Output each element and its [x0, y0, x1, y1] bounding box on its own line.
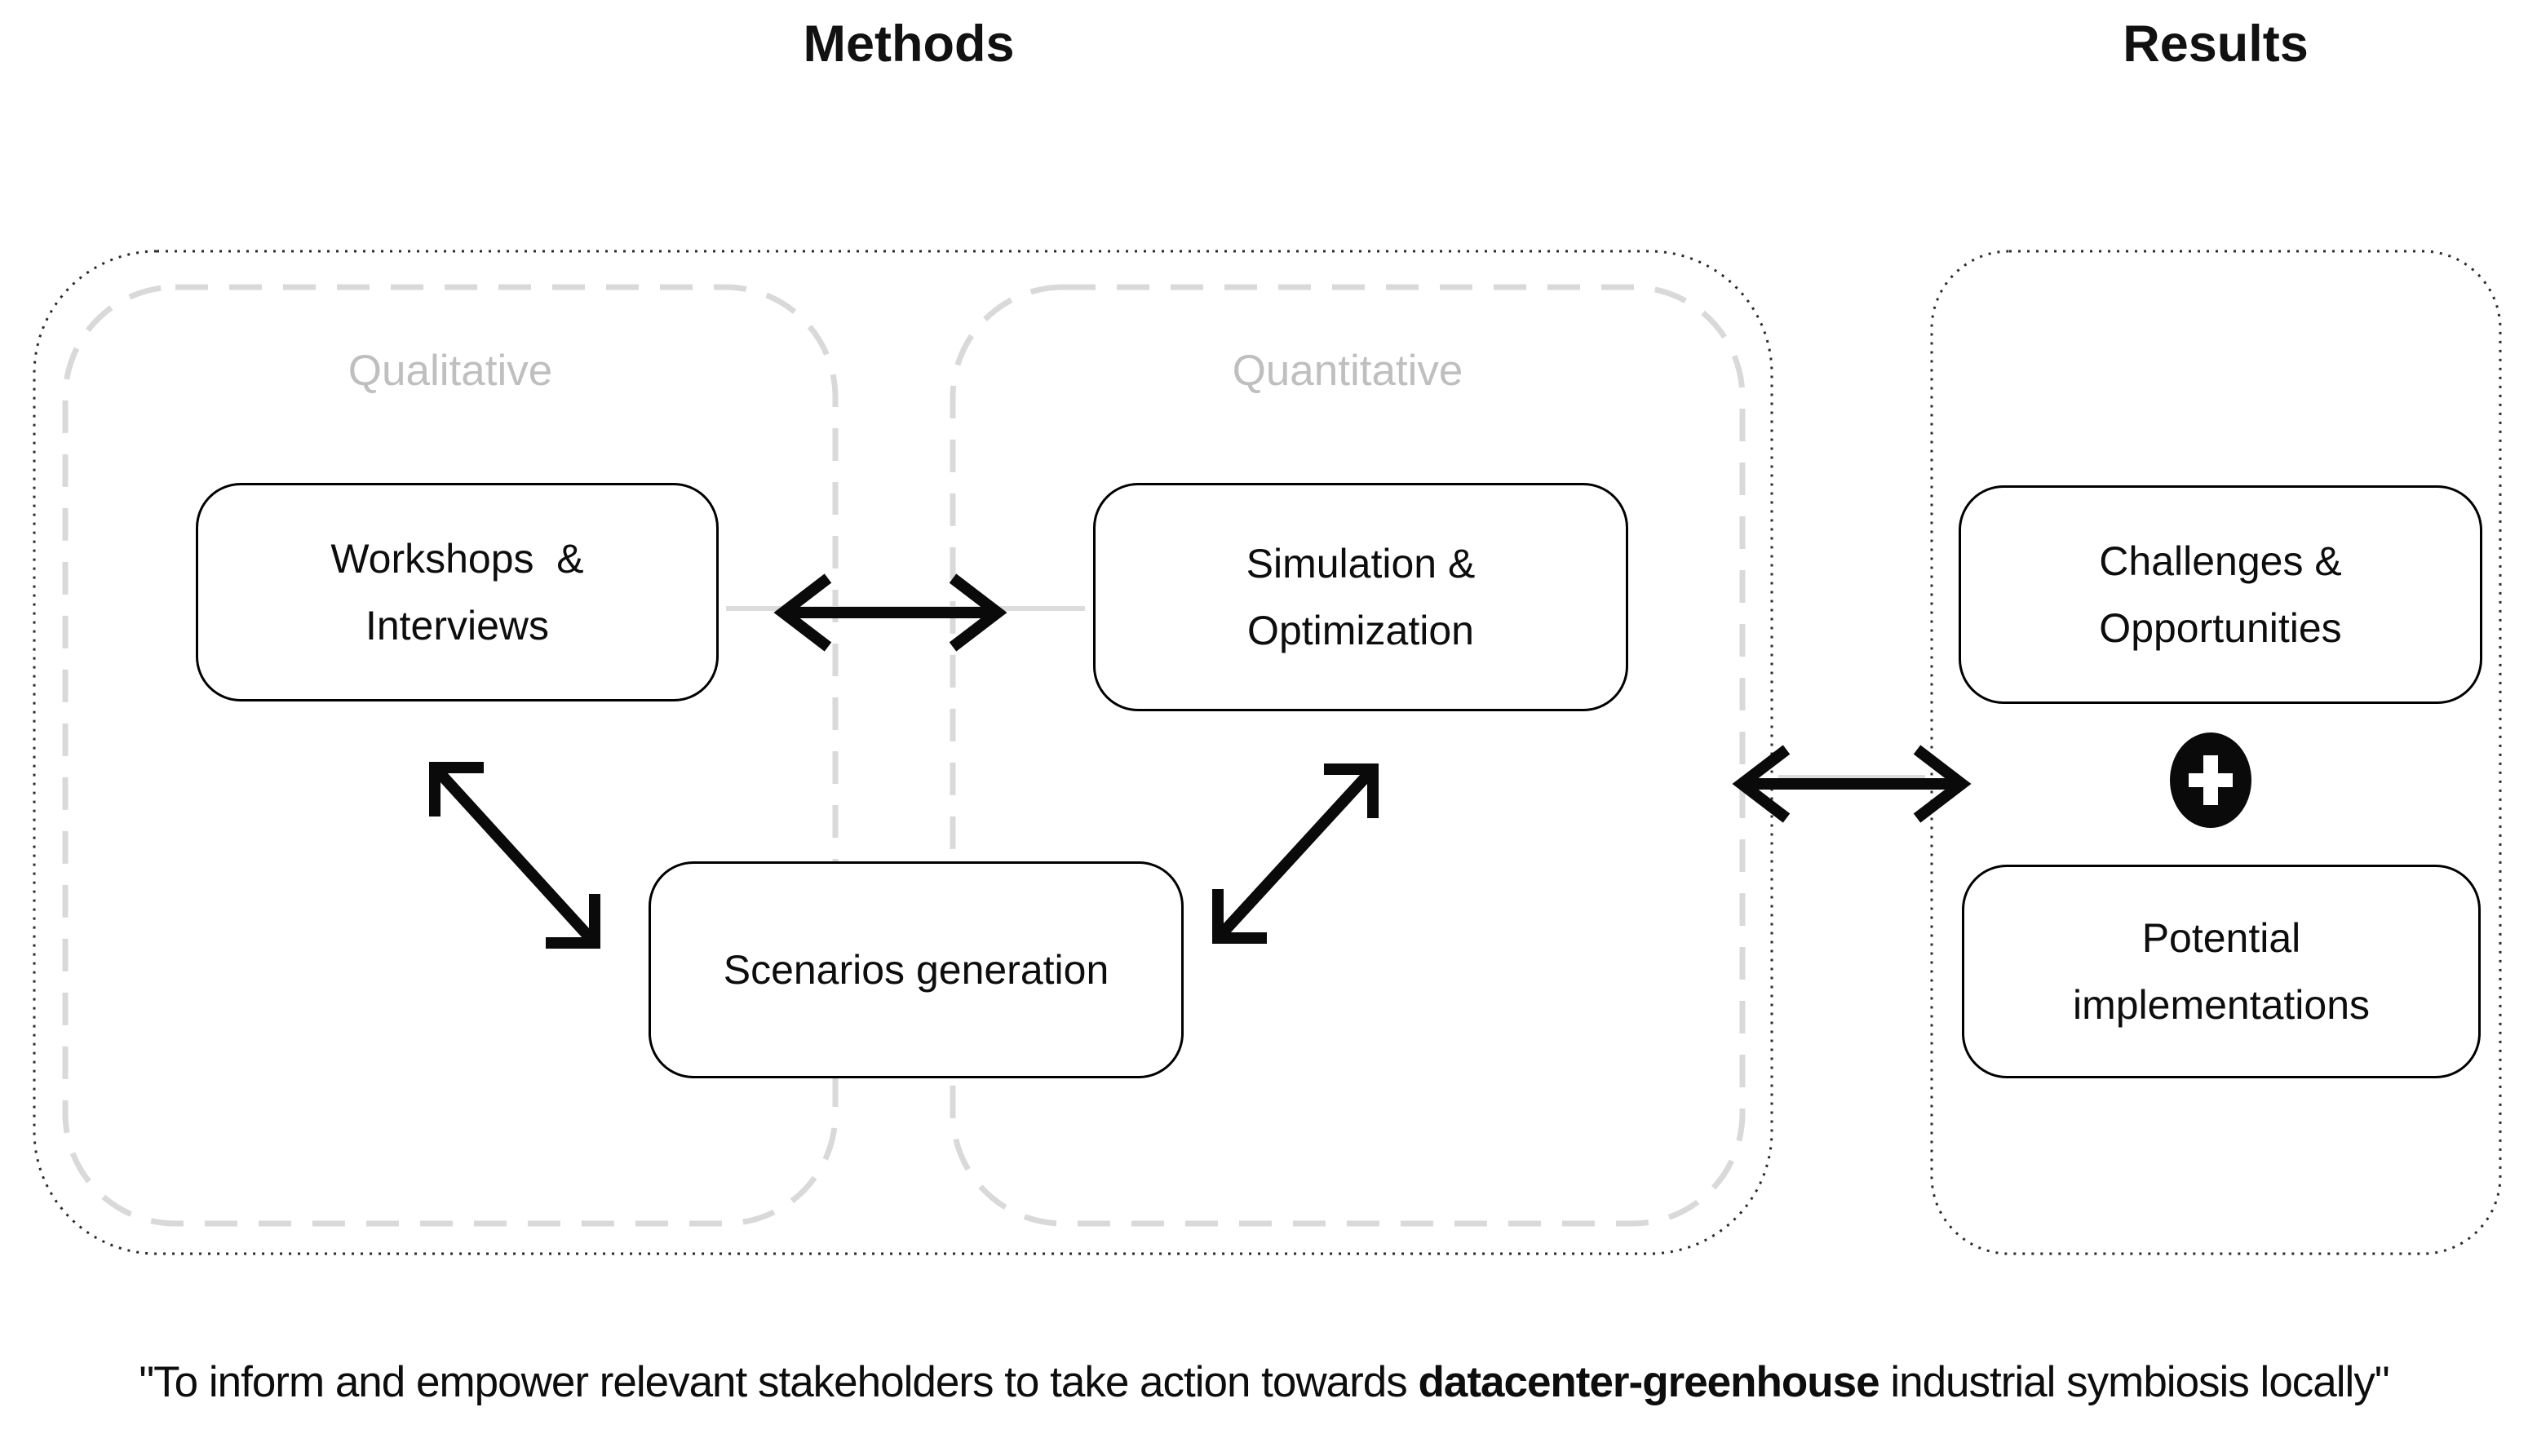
- goal-quote: "To inform and empower relevant stakehol…: [0, 1357, 2528, 1407]
- qualitative-group-border: [62, 284, 839, 1227]
- plus-icon: [2170, 732, 2251, 828]
- scenarios-generation-label: Scenarios generation: [723, 947, 1109, 993]
- challenges-opportunities-label-line2: Opportunities: [2099, 605, 2342, 651]
- workshops-interviews-label-line1: Workshops &: [330, 536, 584, 582]
- challenges-opportunities-box: Challenges & Opportunities: [1959, 485, 2482, 704]
- plus-icon-horizontal-bar: [2189, 773, 2233, 787]
- challenges-opportunities-label-line1: Challenges &: [2099, 538, 2342, 584]
- simulation-optimization-box: Simulation & Optimization: [1093, 483, 1628, 711]
- goal-quote-suffix: industrial symbiosis locally": [1879, 1358, 2389, 1406]
- methods-title: Methods: [803, 15, 1015, 73]
- scenarios-simulation-double-arrow: [1212, 763, 1379, 944]
- qualitative-label: Qualitative: [348, 347, 553, 395]
- goal-quote-bold-term: datacenter-greenhouse: [1418, 1358, 1880, 1406]
- methods-results-double-arrow: [1732, 745, 1972, 823]
- potential-implementations-label-line2: implementations: [2072, 982, 2371, 1028]
- results-title: Results: [2123, 15, 2309, 73]
- scenarios-generation-box: Scenarios generation: [649, 861, 1184, 1078]
- methods-group-border: [33, 250, 1773, 1255]
- potential-implementations-box: Potential implementations: [1962, 865, 2481, 1078]
- workshops-scenarios-double-arrow: [429, 762, 600, 949]
- simulation-optimization-label-line1: Simulation &: [1246, 541, 1476, 586]
- quantitative-label: Quantitative: [1232, 347, 1463, 395]
- potential-implementations-label-line1: Potential: [2141, 915, 2301, 961]
- quantitative-group-border: [950, 284, 1746, 1227]
- goal-quote-prefix: "To inform and empower relevant stakehol…: [139, 1358, 1419, 1406]
- simulation-optimization-label-line2: Optimization: [1247, 608, 1474, 653]
- results-group-border: [1930, 250, 2502, 1255]
- workshops-simulation-double-arrow: [773, 573, 1007, 652]
- workshops-interviews-box: Workshops & Interviews: [196, 483, 719, 701]
- workshops-interviews-label-line2: Interviews: [365, 603, 550, 648]
